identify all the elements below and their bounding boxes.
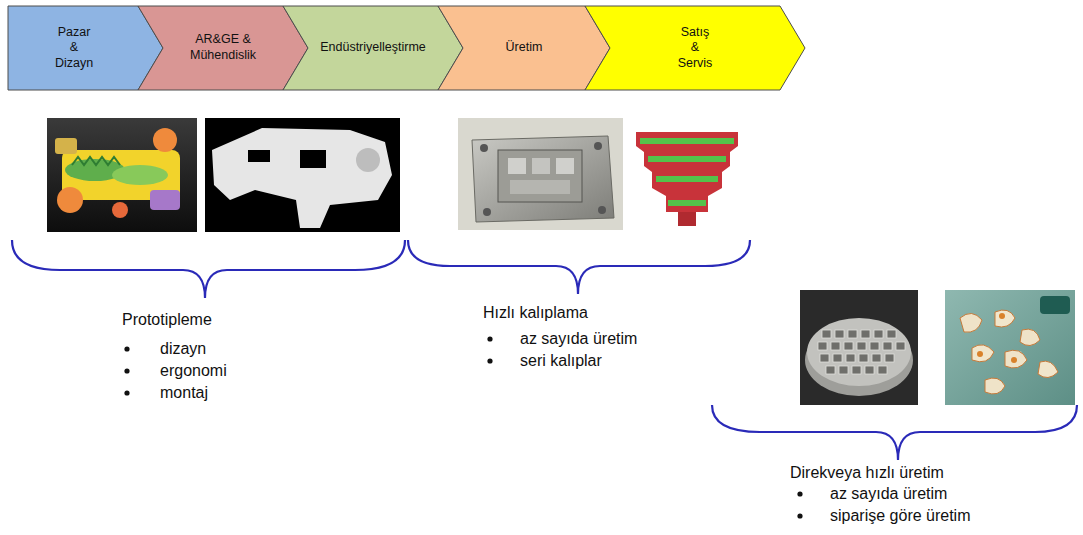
brace [12, 240, 1077, 460]
bullet-item: montaj [160, 383, 208, 402]
implant-photo [945, 290, 1075, 405]
mold-model-photo [628, 118, 746, 230]
gearbox-photo [47, 118, 197, 232]
chevron-step: Üretim [438, 6, 610, 90]
chevron-text-area: Üretim [465, 6, 583, 90]
bullet-item: ergonomi [160, 361, 227, 380]
group-heading: Direkveya hızlı üretim [790, 463, 944, 482]
chevron-fill [438, 6, 610, 90]
chevron-step: Pazar & Dizayn [8, 6, 163, 90]
chevron-text-area: Pazar & Dizayn [12, 6, 136, 90]
group-heading: Hızlı kalıplama [483, 303, 588, 322]
build-plate-photo [800, 290, 918, 405]
chevron-step: Satış & Servis [585, 6, 805, 90]
chevron-text-area: Endüstriyelleştirme [310, 6, 436, 90]
bullet-item: seri kalıplar [520, 351, 602, 370]
step-label: Üretim [506, 40, 543, 56]
chevron-fill [283, 6, 463, 90]
chevron-fill [585, 6, 805, 90]
chevron-fill [8, 6, 163, 90]
step-label: Pazar & Dizayn [55, 25, 93, 72]
chevron-step: Endüstriyelleştirme [283, 6, 463, 90]
bullet-item: az sayıda üretim [520, 329, 637, 348]
chevron-text-area: Satış & Servis [612, 6, 778, 90]
chevron-text-area: AR&GE & Mühendislik [165, 6, 281, 90]
chevron-step: AR&GE & Mühendislik [138, 6, 308, 90]
step-label: Endüstriyelleştirme [320, 40, 426, 56]
mold-photo [458, 118, 623, 230]
step-label: Satış & Servis [678, 25, 713, 72]
bullet-item: dizayn [160, 339, 206, 358]
group-heading: Prototipleme [122, 310, 212, 329]
bullet-item: az sayıda üretim [830, 484, 947, 503]
step-label: AR&GE & Mühendislik [190, 32, 256, 63]
bullet-item: siparişe göre üretim [830, 506, 971, 525]
bullet [124, 336, 802, 518]
chevron-outline [8, 6, 163, 90]
dashboard-photo [205, 118, 400, 232]
chevron-fill [138, 6, 308, 90]
